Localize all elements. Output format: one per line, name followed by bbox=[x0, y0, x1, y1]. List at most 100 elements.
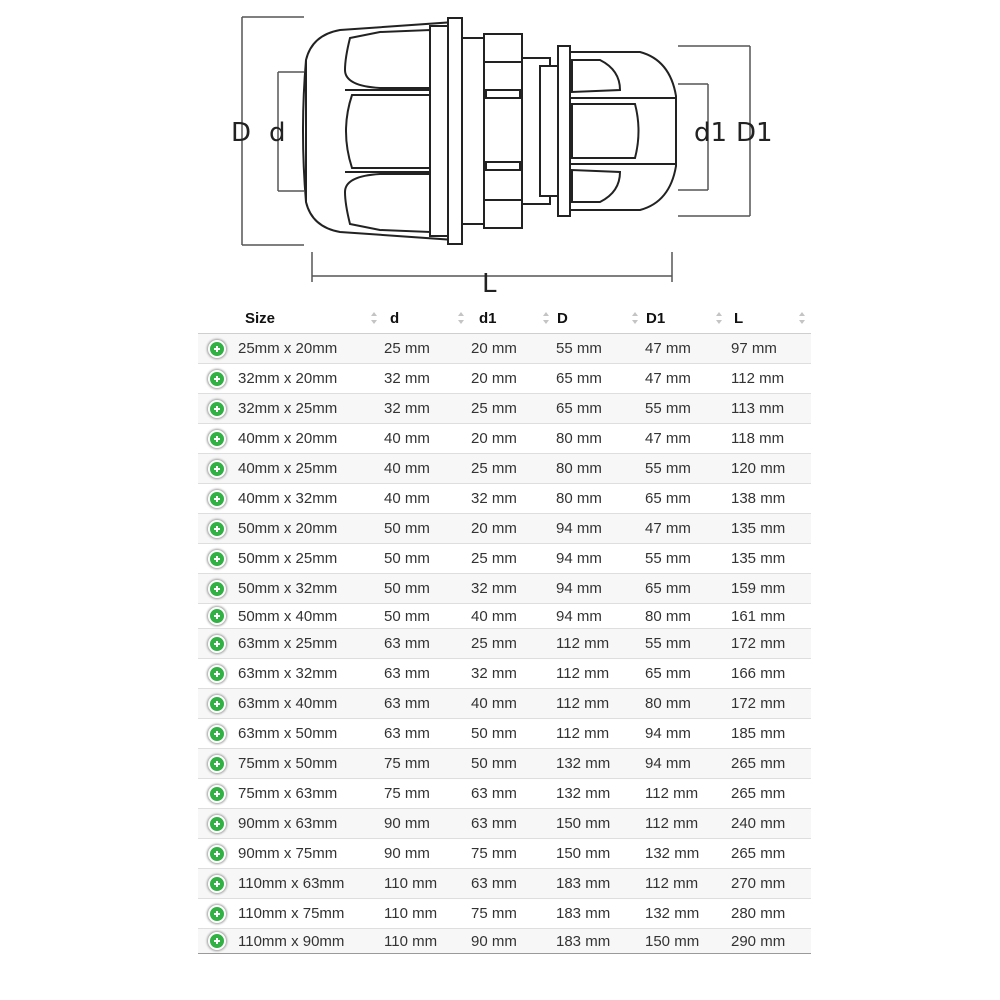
cell-l: 138 mm bbox=[728, 483, 811, 514]
plus-circle-icon[interactable] bbox=[207, 694, 226, 713]
cell-d: 90 mm bbox=[383, 808, 470, 839]
plus-circle-icon[interactable] bbox=[207, 459, 226, 478]
column-header-label: L bbox=[734, 309, 744, 327]
cell-d1-outer: 150 mm bbox=[644, 928, 728, 954]
plus-circle-icon[interactable] bbox=[207, 579, 226, 598]
plus-circle-icon[interactable] bbox=[207, 904, 226, 923]
cell-size: 63mm x 40mm bbox=[235, 688, 383, 719]
plus-circle-icon[interactable] bbox=[207, 784, 226, 803]
cell-d: 110 mm bbox=[383, 898, 470, 929]
cell-size: 25mm x 20mm bbox=[235, 333, 383, 364]
column-header-d1[interactable]: d1 bbox=[470, 303, 555, 334]
cell-size: 32mm x 20mm bbox=[235, 363, 383, 394]
plus-circle-icon[interactable] bbox=[207, 607, 226, 626]
cell-d1-outer: 112 mm bbox=[644, 778, 728, 809]
cell-d1-outer: 112 mm bbox=[644, 808, 728, 839]
column-header-size[interactable]: Size bbox=[235, 303, 383, 334]
cell-d1-outer: 55 mm bbox=[644, 628, 728, 659]
plus-circle-icon[interactable] bbox=[207, 932, 226, 951]
cell-size: 63mm x 32mm bbox=[235, 658, 383, 689]
cell-l: 265 mm bbox=[728, 748, 811, 779]
cell-d: 40 mm bbox=[383, 483, 470, 514]
cell-d1-outer: 132 mm bbox=[644, 838, 728, 869]
column-header-D1[interactable]: D1 bbox=[644, 303, 728, 334]
cell-size: 90mm x 75mm bbox=[235, 838, 383, 869]
cell-d: 63 mm bbox=[383, 688, 470, 719]
plus-circle-icon[interactable] bbox=[207, 519, 226, 538]
cell-d1: 40 mm bbox=[470, 688, 555, 719]
cell-d-outer: 150 mm bbox=[555, 838, 644, 869]
cell-d: 90 mm bbox=[383, 838, 470, 869]
cell-d1: 75 mm bbox=[470, 898, 555, 929]
sort-icon[interactable] bbox=[543, 312, 549, 324]
cell-d: 50 mm bbox=[383, 543, 470, 574]
plus-circle-icon[interactable] bbox=[207, 724, 226, 743]
cell-d: 63 mm bbox=[383, 718, 470, 749]
cell-d-outer: 94 mm bbox=[555, 573, 644, 604]
plus-circle-icon[interactable] bbox=[207, 339, 226, 358]
plus-circle-icon[interactable] bbox=[207, 814, 226, 833]
row-control-cell bbox=[198, 333, 235, 364]
table-header: Size d d1 D D1 L bbox=[198, 303, 811, 334]
cell-d1: 63 mm bbox=[470, 778, 555, 809]
row-control-cell bbox=[198, 748, 235, 779]
plus-circle-icon[interactable] bbox=[207, 874, 226, 893]
sort-icon[interactable] bbox=[371, 312, 377, 324]
cell-size: 110mm x 75mm bbox=[235, 898, 383, 929]
column-header-D[interactable]: D bbox=[555, 303, 644, 334]
plus-circle-icon[interactable] bbox=[207, 369, 226, 388]
cell-d-outer: 80 mm bbox=[555, 483, 644, 514]
sort-icon[interactable] bbox=[716, 312, 722, 324]
cell-d1-outer: 132 mm bbox=[644, 898, 728, 929]
cell-d1-outer: 47 mm bbox=[644, 333, 728, 364]
plus-circle-icon[interactable] bbox=[207, 634, 226, 653]
row-control-cell bbox=[198, 838, 235, 869]
sort-icon[interactable] bbox=[799, 312, 805, 324]
plus-circle-icon[interactable] bbox=[207, 489, 226, 508]
plus-circle-icon[interactable] bbox=[207, 844, 226, 863]
column-header-label: d1 bbox=[479, 309, 497, 327]
plus-circle-icon[interactable] bbox=[207, 754, 226, 773]
plus-circle-icon[interactable] bbox=[207, 549, 226, 568]
cell-l: 185 mm bbox=[728, 718, 811, 749]
cell-d1: 20 mm bbox=[470, 423, 555, 454]
cell-l: 120 mm bbox=[728, 453, 811, 484]
cell-d1-outer: 65 mm bbox=[644, 573, 728, 604]
cell-l: 290 mm bbox=[728, 928, 811, 954]
cell-d1: 20 mm bbox=[470, 363, 555, 394]
plus-circle-icon[interactable] bbox=[207, 664, 226, 683]
column-header-d[interactable]: d bbox=[383, 303, 470, 334]
column-header-L[interactable]: L bbox=[728, 303, 811, 334]
cell-d1-outer: 65 mm bbox=[644, 658, 728, 689]
cell-l: 280 mm bbox=[728, 898, 811, 929]
sort-icon[interactable] bbox=[458, 312, 464, 324]
sort-icon[interactable] bbox=[632, 312, 638, 324]
cell-d: 50 mm bbox=[383, 573, 470, 604]
plus-circle-icon[interactable] bbox=[207, 399, 226, 418]
cell-d: 40 mm bbox=[383, 423, 470, 454]
plus-circle-icon[interactable] bbox=[207, 429, 226, 448]
cell-d-outer: 112 mm bbox=[555, 658, 644, 689]
fitting-dimension-diagram: D d d1 D1 L bbox=[231, 16, 773, 299]
